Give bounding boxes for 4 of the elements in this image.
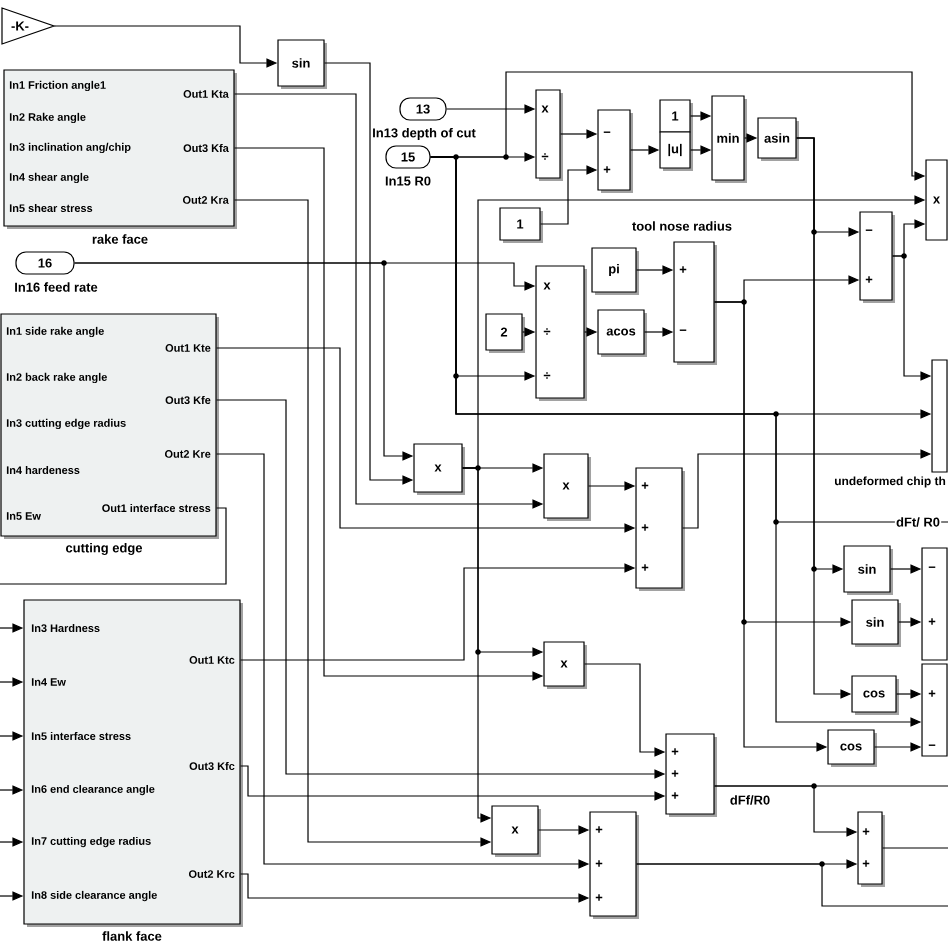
connector-line <box>714 785 948 787</box>
connector-line <box>636 863 948 907</box>
connector-line <box>0 507 227 585</box>
connector-line <box>882 847 948 849</box>
